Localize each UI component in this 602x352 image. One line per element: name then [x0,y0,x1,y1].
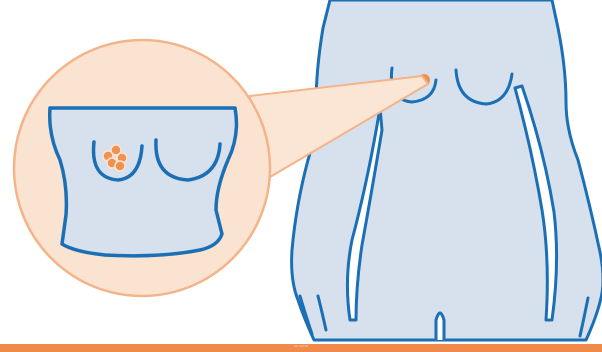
credit-text: cc-cpoa [0,343,602,349]
leg-divider [436,313,444,340]
magnifier-view [14,40,270,296]
zoomed-chest [50,108,237,256]
body-figure [292,0,602,340]
